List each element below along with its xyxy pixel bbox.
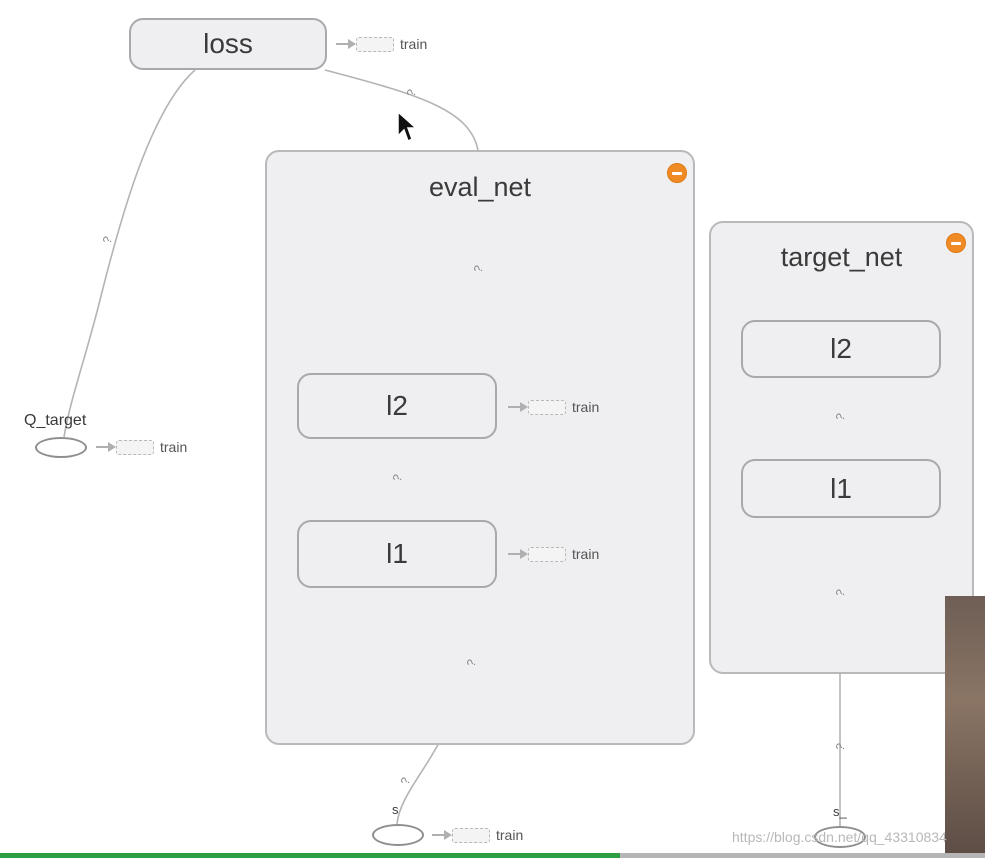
s-train-tag[interactable]: train: [432, 826, 523, 844]
progress-bar-played[interactable]: [0, 853, 620, 858]
target-l1-label: l1: [830, 472, 852, 504]
mouse-pointer-icon: [397, 110, 418, 143]
q-target-label: Q_target: [24, 412, 87, 429]
loss-train-tag[interactable]: train: [336, 35, 427, 53]
eval-net-title: eval_net: [428, 172, 532, 202]
target-l2-node[interactable]: l2: [741, 320, 941, 378]
loss-node[interactable]: loss: [129, 18, 327, 70]
eval-l1-train-tag[interactable]: train: [508, 545, 599, 563]
q-target-train-tag[interactable]: train: [96, 438, 187, 456]
target-l2-label: l2: [830, 333, 852, 364]
train-label: train: [572, 546, 600, 562]
target-net-title: target_net: [780, 242, 903, 272]
train-label: train: [496, 827, 524, 843]
train-stub: [528, 546, 566, 562]
s-label: s: [392, 802, 399, 817]
train-label: train: [160, 439, 188, 455]
edge-loss-to-q-target: [63, 69, 196, 438]
loss-node-label: loss: [203, 28, 253, 59]
s_-label: s_: [833, 804, 847, 819]
target-l1-node[interactable]: l1: [741, 459, 941, 518]
eval-l1-node[interactable]: l1: [297, 520, 497, 588]
collapse-icon[interactable]: [946, 233, 966, 253]
s_-placeholder[interactable]: [814, 826, 866, 848]
video-overlay: [945, 596, 985, 858]
progress-bar-remaining[interactable]: [620, 853, 985, 858]
s-placeholder[interactable]: [372, 824, 424, 846]
train-arrow-icon: [96, 438, 116, 456]
eval-l2-node[interactable]: l2: [297, 373, 497, 439]
train-stub: [116, 439, 154, 455]
watermark: https://blog.csdn.net/qq_43310834: [732, 829, 947, 845]
train-label: train: [400, 36, 428, 52]
train-stub: [528, 399, 566, 415]
train-stub: [452, 827, 490, 843]
train-arrow-icon: [508, 545, 528, 563]
eval-l2-label: l2: [386, 390, 408, 421]
eval-l2-train-tag[interactable]: train: [508, 398, 599, 416]
eval-l1-label: l1: [386, 538, 408, 569]
train-arrow-icon: [508, 398, 528, 416]
collapse-icon[interactable]: [667, 163, 687, 183]
train-label: train: [572, 399, 600, 415]
train-arrow-icon: [432, 826, 452, 844]
eval-net-group[interactable]: eval_net: [265, 150, 695, 745]
train-stub: [356, 36, 394, 52]
train-arrow-icon: [336, 35, 356, 53]
q-target-placeholder[interactable]: [35, 437, 87, 458]
target-net-group[interactable]: target_net: [709, 221, 974, 674]
